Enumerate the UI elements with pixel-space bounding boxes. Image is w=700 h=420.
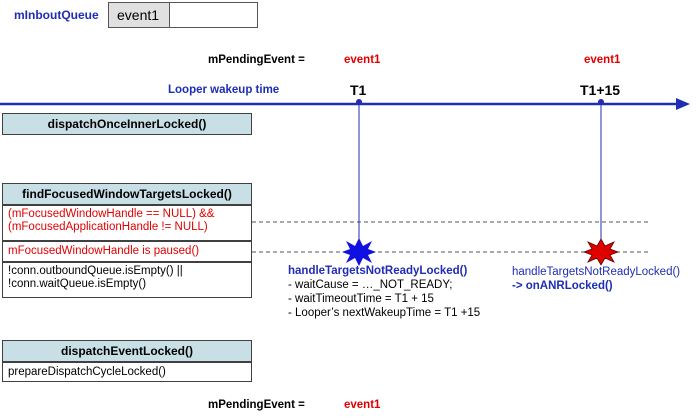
looper-wakeup-label: Looper wakeup time [168,84,280,96]
inbound-queue: event1 [108,2,258,28]
condition-null-line1: (mFocusedWindowHandle == NULL) && [8,208,215,220]
t1-handler-block: handleTargetsNotReadyLocked() - waitCaus… [288,264,480,320]
prepare-dispatch-cycle-cell: prepareDispatchCycleLocked() [2,362,252,382]
dispatch-once-inner-locked-box: dispatchOnceInnerLocked() [2,113,252,135]
condition-queue-line2: !conn.waitQueue.isEmpty() [8,278,147,290]
inbound-queue-label: mInboutQueue [14,8,99,22]
pending-event-value-t1: event1 [344,54,381,66]
pending-event-label-top: mPendingEvent = [208,54,305,66]
t2-handler-block: handleTargetsNotReadyLocked() -> onANRLo… [512,265,680,293]
timeline-arrowhead [676,98,690,110]
t2-burst-star-icon [582,238,620,266]
pending-event-value-bottom: event1 [344,399,381,411]
t1-handler-line-wait-cause: - waitCause = …_NOT_READY; [288,279,453,291]
condition-null-line2: (mFocusedApplicationHandle != NULL) [8,221,208,233]
t1-handler-title: handleTargetsNotReadyLocked() [288,265,468,277]
t2-anr-call: -> onANRLocked() [512,280,613,292]
t1-handler-line-timeout: - waitTimeoutTime = T1 + 15 [288,293,434,305]
condition-queue-line1: !conn.outboundQueue.isEmpty() || [8,265,183,277]
condition-null-handles: (mFocusedWindowHandle == NULL) && (mFocu… [2,205,252,241]
pending-event-value-t2: event1 [584,54,621,66]
find-focused-window-targets-box: findFocusedWindowTargetsLocked() [2,183,252,205]
condition-window-paused: mFocusedWindowHandle is paused() [2,241,252,262]
timeline-t1-label: T1 [350,82,367,98]
pending-event-label-bottom: mPendingEvent = [208,399,305,411]
condition-connection-queues: !conn.outboundQueue.isEmpty() || !conn.w… [2,262,252,298]
t1-burst-star-icon [342,238,376,266]
t2-handler-title: handleTargetsNotReadyLocked() [512,266,681,278]
t1-handler-line-next-wakeup: - Looper’s nextWakeupTime = T1 +15 [288,307,481,319]
t1-marker-dot [356,99,362,105]
timeline-t2-label: T1+15 [580,82,621,98]
t2-marker-dot [598,99,604,105]
queue-slot-event1: event1 [109,3,170,27]
dispatch-event-locked-box: dispatchEventLocked() [2,340,252,362]
